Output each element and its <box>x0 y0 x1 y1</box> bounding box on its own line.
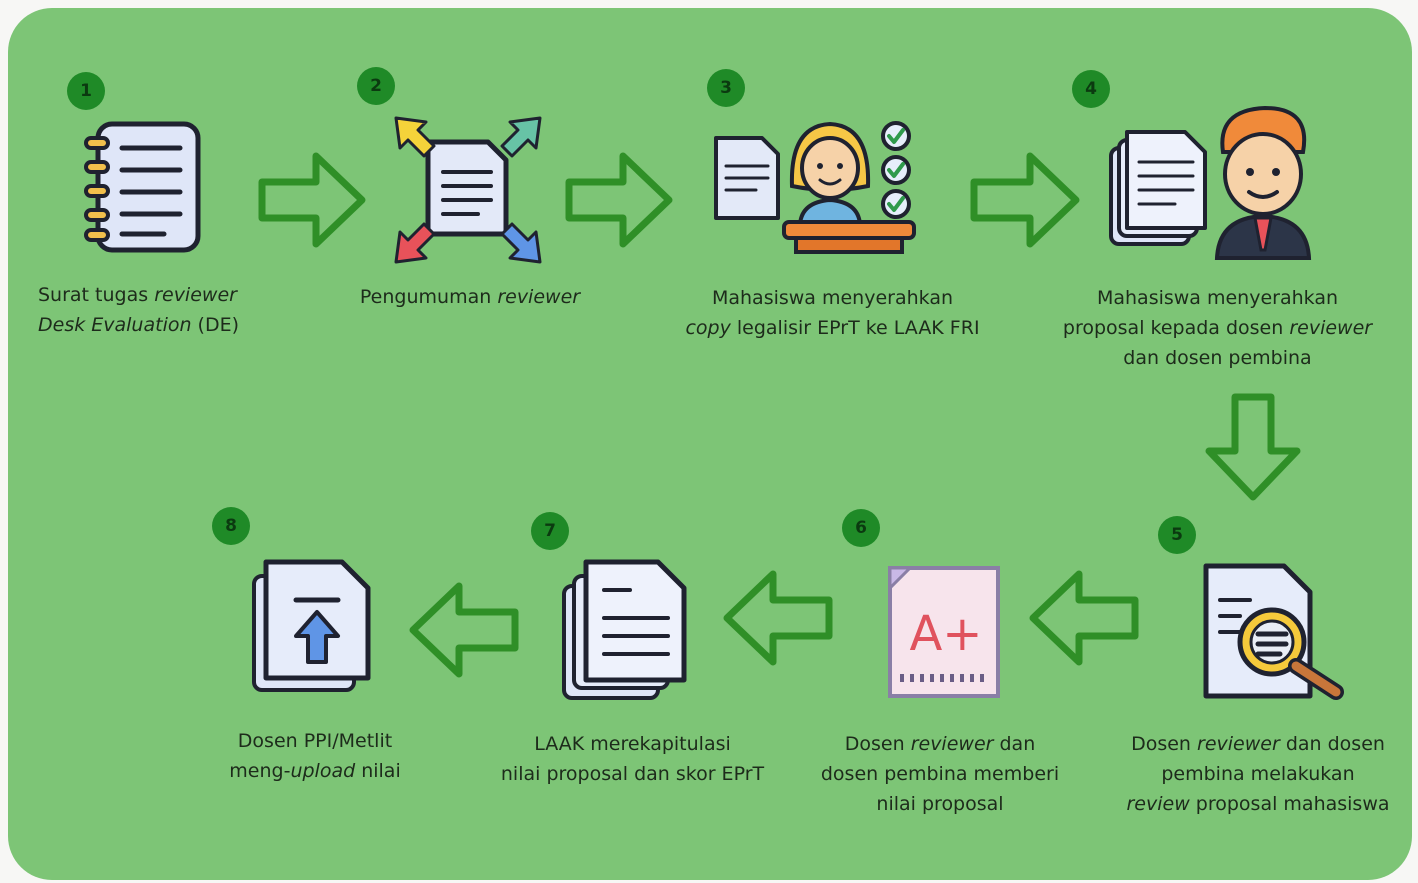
arrow-step-1-to-2 <box>258 152 366 248</box>
label-run: proposal mahasiswa <box>1189 793 1390 815</box>
step-7-label: LAAK merekapitulasi nilai proposal dan sk… <box>470 729 795 789</box>
step-7-badge: 7 <box>531 512 569 550</box>
label-run: proposal kepada dosen <box>1062 317 1290 339</box>
step-5-badge: 5 <box>1158 516 1196 554</box>
label-line: dan dosen pembina <box>1030 343 1405 373</box>
grade-a-plus-icon: A+ <box>888 566 1000 698</box>
spiral-notebook-icon <box>84 121 201 253</box>
label-run: Pengumuman <box>359 286 498 308</box>
label-run: dan dosen pembina <box>1123 347 1312 369</box>
label-run: nilai proposal dan skor EPrT <box>500 763 765 785</box>
arrow-step-3-to-4 <box>970 152 1080 248</box>
label-run: dosen pembina memberi <box>820 763 1060 785</box>
documents-and-lecturer-icon <box>1109 105 1312 260</box>
label-line: meng-upload nilai <box>200 756 430 786</box>
step-3-label: Mahasiswa menyerahkan copy legalisir EPrT… <box>660 283 1005 343</box>
step-2-label: Pengumuman reviewer <box>320 282 620 312</box>
label-run: Dosen <box>844 733 911 755</box>
label-run: reviewer <box>910 733 994 755</box>
student-submitting-document-icon <box>714 121 916 254</box>
label-line: nilai proposal dan skor EPrT <box>470 759 795 789</box>
arrow-step-7-to-8 <box>409 582 519 678</box>
label-line: Dosen PPI/Metlit <box>200 726 430 756</box>
label-run: reviewer <box>154 284 237 306</box>
label-line: copy legalisir EPrT ke LAAK FRI <box>660 313 1005 343</box>
label-line: Dosen reviewer dan <box>795 729 1085 759</box>
label-line: Mahasiswa menyerahkan <box>1030 283 1405 313</box>
document-magnifier-icon <box>1203 563 1344 700</box>
label-run: Mahasiswa menyerahkan <box>711 287 954 309</box>
label-run: review <box>1126 793 1190 815</box>
step-6-badge: 6 <box>842 509 880 547</box>
arrow-step-5-to-6 <box>1029 570 1139 666</box>
label-line: Dosen reviewer dan dosen <box>1100 729 1416 759</box>
label-line: dosen pembina memberi <box>795 759 1085 789</box>
label-run: meng- <box>229 760 291 782</box>
label-line: proposal kepada dosen reviewer <box>1030 313 1405 343</box>
step-4-badge: 4 <box>1072 70 1110 108</box>
label-run: legalisir EPrT ke LAAK FRI <box>730 317 980 339</box>
step-8-label: Dosen PPI/Metlit meng-upload nilai <box>200 726 430 786</box>
label-run: (DE) <box>191 314 240 336</box>
arrow-step-2-to-3 <box>565 152 673 248</box>
arrow-step-4-to-5 <box>1205 393 1301 501</box>
step-5-label: Dosen reviewer dan dosen pembina melakuka… <box>1100 729 1416 819</box>
arrow-step-6-to-7 <box>723 570 833 666</box>
grade-text: A+ <box>909 606 982 662</box>
label-run: LAAK merekapitulasi <box>534 733 731 755</box>
label-run: dan dosen <box>1279 733 1385 755</box>
label-line: Mahasiswa menyerahkan <box>660 283 1005 313</box>
documents-stack-icon <box>562 559 687 700</box>
label-run: Dosen PPI/Metlit <box>237 730 393 752</box>
label-line: Desk Evaluation (DE) <box>38 310 239 340</box>
label-run: Desk Evaluation <box>38 314 192 336</box>
label-run: Dosen <box>1131 733 1198 755</box>
label-line: LAAK merekapitulasi <box>470 729 795 759</box>
label-run: reviewer <box>1289 317 1373 339</box>
step-6-label: Dosen reviewer dan dosen pembina memberi n… <box>795 729 1085 819</box>
label-run: dan <box>993 733 1036 755</box>
label-run: nilai proposal <box>876 793 1004 815</box>
step-4-label: Mahasiswa menyerahkan proposal kepada dos… <box>1030 283 1405 373</box>
step-1-badge: 1 <box>67 72 105 110</box>
label-line: nilai proposal <box>795 789 1085 819</box>
label-run: copy <box>685 317 731 339</box>
label-run: pembina melakukan <box>1161 763 1355 785</box>
label-run: nilai <box>355 760 401 782</box>
label-run: reviewer <box>1197 733 1280 755</box>
label-run: Surat tugas <box>38 284 155 306</box>
label-run: Mahasiswa menyerahkan <box>1096 287 1339 309</box>
file-upload-icon <box>252 559 371 692</box>
step-2-badge: 2 <box>357 67 395 105</box>
label-run: reviewer <box>497 286 581 308</box>
label-line: Surat tugas reviewer <box>38 280 239 310</box>
label-line: pembina melakukan <box>1100 759 1416 789</box>
step-8-badge: 8 <box>212 507 250 545</box>
document-distribute-icon <box>394 116 542 264</box>
label-line: review proposal mahasiswa <box>1100 789 1416 819</box>
label-run: upload <box>290 760 356 782</box>
step-3-badge: 3 <box>707 69 745 107</box>
label-line: Pengumuman reviewer <box>320 282 620 312</box>
